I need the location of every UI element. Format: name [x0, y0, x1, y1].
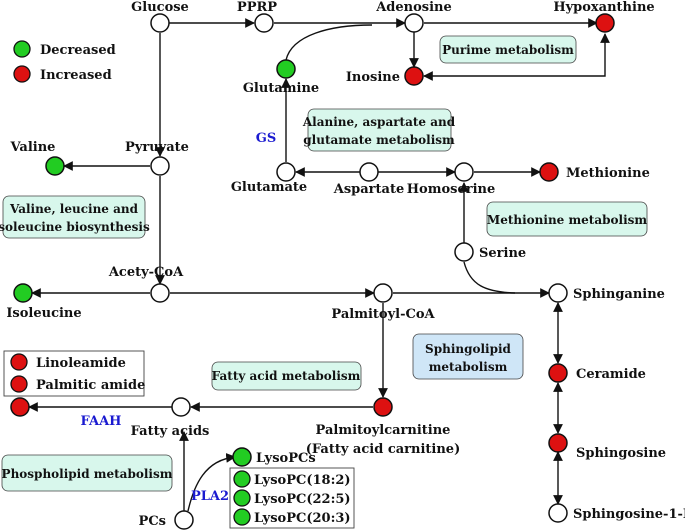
lysopc-group-box: [229, 467, 355, 529]
glutamine-label: Glutamine: [243, 81, 319, 96]
purine-pathway-box: [439, 35, 577, 64]
sphingolipid-pathway-label-2: metabolism: [429, 360, 508, 374]
faah-enzyme-label: FAAH: [81, 414, 122, 429]
methionine-pathway-box: [486, 201, 648, 237]
adenosine-label: Adenosine: [375, 0, 452, 15]
fatty-acids-label: Fatty acids: [131, 424, 210, 439]
sphingosine-label: Sphingosine: [576, 446, 666, 461]
lysopc-22-5-node: [233, 489, 251, 507]
palmitoylcarnitine-sublabel: (Fatty acid carnitine): [306, 442, 460, 457]
sphinganine-node: [548, 283, 568, 303]
homoserine-label: Homoserine: [407, 182, 495, 197]
lysopc-18-2-label: LysoPC(18:2): [254, 473, 351, 488]
sphingolipid-pathway-box: [412, 333, 524, 380]
amides-target-node: [10, 397, 30, 417]
methionine-label: Methionine: [566, 166, 650, 181]
hypoxanthine-label: Hypoxanthine: [553, 0, 654, 15]
linoleamide-node: [10, 353, 28, 371]
aspartate-node: [359, 162, 379, 182]
inosine-node: [404, 66, 424, 86]
sphingosine-1p-node: [548, 503, 568, 523]
pprp-node: [254, 13, 274, 33]
glutamate-node: [276, 162, 296, 182]
aspartate-label: Aspartate: [333, 182, 404, 197]
palmitoylcarnitine-label: Palmitoylcarnitine: [316, 423, 451, 438]
palmitoylcarnitine-node: [373, 397, 393, 417]
methionine-pathway-label: Methionine metabolism: [487, 213, 647, 227]
valine-pathway-box: [2, 195, 146, 239]
valine-node: [45, 156, 65, 176]
pcs-label: PCs: [139, 514, 166, 529]
acety-coa-node: [150, 283, 170, 303]
ceramide-label: Ceramide: [576, 367, 646, 382]
metabolite-labels: Glucose PPRP Adenosine Hypoxanthine Glut…: [6, 0, 685, 529]
fatty-acids-node: [171, 397, 191, 417]
pyruvate-node: [150, 156, 170, 176]
valine-label: Valine: [10, 140, 56, 155]
lysopcs-label: LysoPCs: [256, 451, 316, 466]
pyruvate-label: Pyruvate: [125, 140, 189, 155]
fatty-acid-pathway-label: Fatty acid metabolism: [212, 369, 361, 383]
lysopc-20-3-node: [233, 508, 251, 526]
legend-increased-marker: [13, 65, 31, 83]
linoleamide-label: Linoleamide: [36, 356, 126, 371]
palmitoyl-coa-node: [373, 283, 393, 303]
pla2-enzyme-label: PLA2: [191, 489, 229, 504]
lysopcs-node: [232, 447, 252, 467]
amide-group: Linoleamide Palmitic amide: [3, 350, 145, 397]
fatty-acid-pathway-box: [211, 361, 362, 391]
purine-pathway-label: Purime metabolism: [442, 43, 574, 57]
serine-label: Serine: [479, 246, 526, 261]
pcs-node: [174, 510, 194, 530]
isoleucine-node: [13, 283, 33, 303]
glutamate-label: Glutamate: [231, 180, 307, 195]
pathway-boxes: Purime metabolism Alanine, aspartate and…: [0, 35, 648, 492]
palmitic-amide-label: Palmitic amide: [36, 378, 145, 393]
valine-pathway-label-2: soleucine biosynthesis: [0, 220, 150, 234]
legend-decreased-marker: [13, 40, 31, 58]
alanine-pathway-box: [307, 108, 452, 152]
enzyme-labels: GS FAAH PLA2: [81, 131, 277, 504]
pprp-label: PPRP: [237, 0, 277, 15]
sphinganine-label: Sphinganine: [573, 287, 665, 302]
amide-group-box: [3, 350, 145, 397]
valine-pathway-label-1: Valine, leucine and: [9, 202, 139, 216]
palmitoyl-coa-label: Palmitoyl-CoA: [331, 307, 435, 322]
lysopc-group: LysoPC(18:2) LysoPC(22:5) LysoPC(20:3): [229, 467, 355, 529]
acety-coa-label: Acety-CoA: [108, 265, 184, 280]
ceramide-node: [548, 363, 568, 383]
gs-enzyme-label: GS: [256, 131, 277, 146]
hypoxanthine-node: [595, 13, 615, 33]
glucose-label: Glucose: [131, 0, 189, 15]
adenosine-node: [404, 13, 424, 33]
glutamine-node: [276, 59, 296, 79]
legend-decreased-label: Decreased: [40, 43, 116, 58]
legend: Decreased Increased: [13, 40, 116, 83]
inosine-label: Inosine: [346, 70, 400, 85]
serine-node: [454, 242, 474, 262]
palmitic-amide-node: [10, 375, 28, 393]
phospholipid-pathway-box: [1, 454, 173, 492]
legend-increased-label: Increased: [40, 68, 112, 83]
isoleucine-label: Isoleucine: [6, 306, 81, 321]
sphingosine-node: [548, 433, 568, 453]
sphingosine-1p-label: Sphingosine-1-P: [573, 507, 685, 522]
sphingolipid-pathway-label-1: Sphingolipid: [425, 342, 512, 356]
glucose-node: [150, 13, 170, 33]
homoserine-node: [454, 162, 474, 182]
lysopc-22-5-label: LysoPC(22:5): [254, 492, 351, 507]
alanine-pathway-label-2: glutamate metabolism: [303, 133, 455, 147]
phospholipid-pathway-label: Phospholipid metabolism: [2, 467, 173, 481]
lysopc-20-3-label: LysoPC(20:3): [254, 511, 351, 526]
metabolite-nodes: [10, 13, 615, 530]
methionine-node: [539, 162, 559, 182]
alanine-pathway-label-1: Alanine, aspartate and: [302, 115, 456, 129]
lysopc-18-2-node: [233, 470, 251, 488]
